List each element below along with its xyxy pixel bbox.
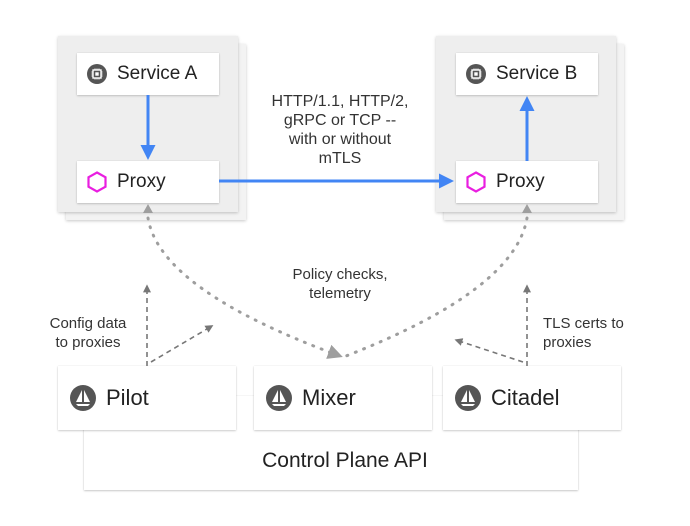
service-a-label: Service A xyxy=(117,63,198,84)
citadel-card: Citadel xyxy=(443,366,621,430)
proxy-b-up-arrowhead xyxy=(522,204,532,213)
proxy-a-up-arrowhead xyxy=(143,204,153,213)
mixer-label: Mixer xyxy=(302,385,356,410)
mixer-card: Mixer xyxy=(254,366,432,430)
proxy-b-label: Proxy xyxy=(496,171,545,192)
chip-icon xyxy=(466,64,486,84)
proxy-b-mixer-dotted-arrow xyxy=(344,216,529,358)
control-plane-label: Control Plane API xyxy=(262,449,428,472)
sail-icon xyxy=(70,385,96,411)
hexagon-icon xyxy=(87,171,107,193)
proxy-a-label: Proxy xyxy=(117,171,166,192)
tls-certs-label: TLS certs to proxies xyxy=(543,315,624,351)
pilot-label: Pilot xyxy=(106,385,149,410)
hexagon-icon xyxy=(466,171,486,193)
link-protocol-label: HTTP/1.1, HTTP/2, gRPC or TCP -- with or… xyxy=(271,93,409,167)
sail-icon xyxy=(266,385,292,411)
citadel-to-mixer-dashed-arrow xyxy=(454,338,524,363)
service-a-card: Service A xyxy=(77,53,219,95)
policy-telemetry-label: Policy checks, telemetry xyxy=(292,266,388,302)
sail-icon xyxy=(455,385,481,411)
citadel-label: Citadel xyxy=(491,385,560,410)
proxy-b-card: Proxy xyxy=(456,161,598,203)
proxy-a-mixer-dotted-arrow xyxy=(146,216,343,359)
proxy-a-card: Proxy xyxy=(77,161,219,203)
pilot-card: Pilot xyxy=(58,366,236,430)
chip-icon xyxy=(87,64,107,84)
config-data-label: Config data to proxies xyxy=(49,315,127,351)
service-b-card: Service B xyxy=(456,53,598,95)
pilot-to-mixer-dashed-arrow xyxy=(150,325,214,363)
service-b-label: Service B xyxy=(496,63,578,84)
